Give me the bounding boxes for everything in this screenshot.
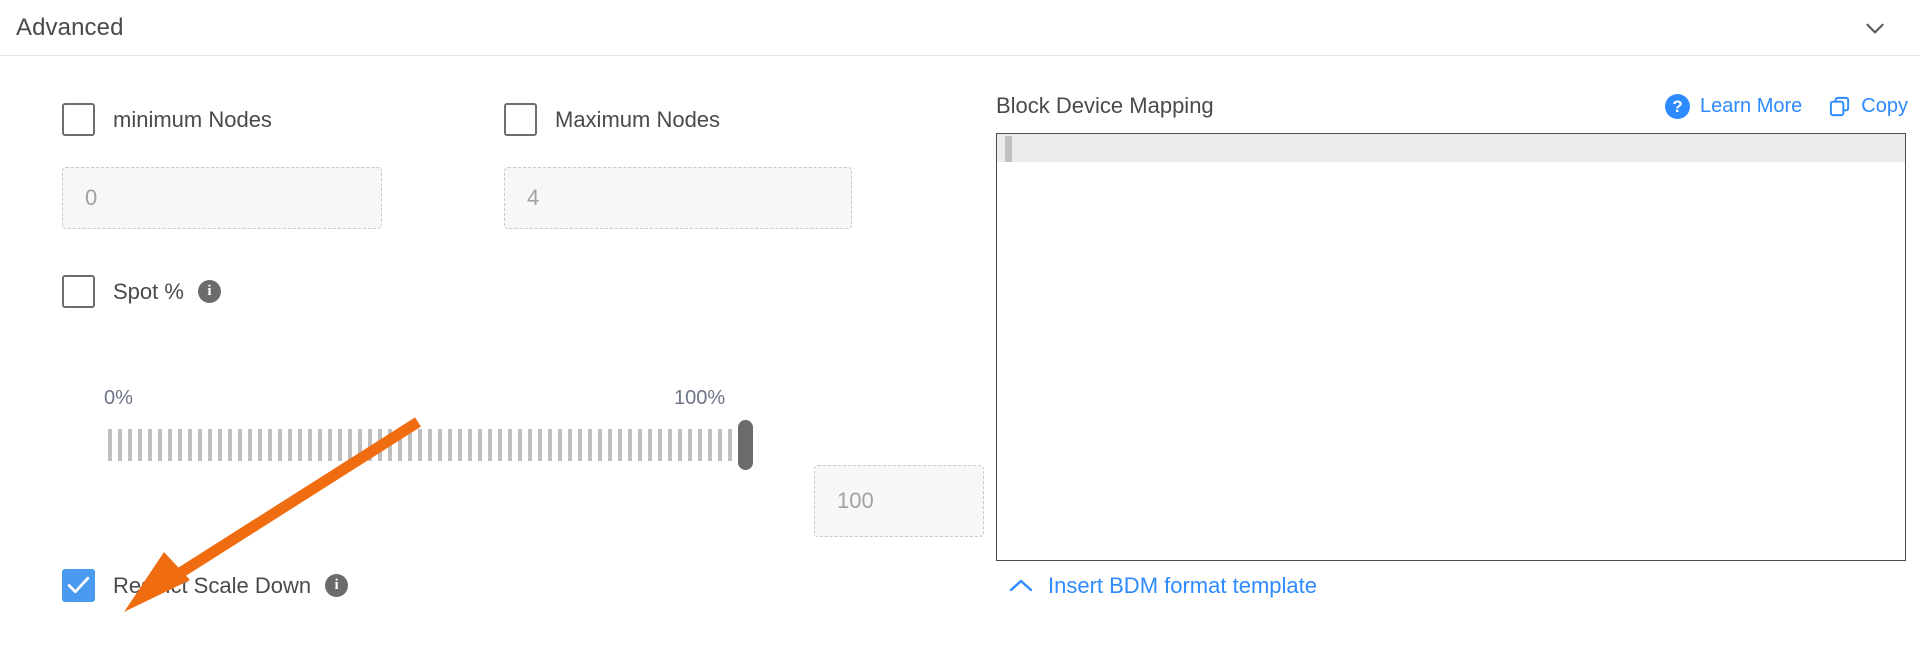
maximum-nodes-checkbox[interactable] (504, 103, 537, 136)
restrict-scale-down-info-icon[interactable]: i (325, 574, 349, 597)
block-device-mapping-editor[interactable] (996, 133, 1906, 561)
restrict-scale-down-row: Restrict Scale Down i (62, 569, 349, 602)
spot-percent-info-icon[interactable]: i (197, 280, 221, 303)
question-circle-icon: ? (1665, 93, 1691, 119)
block-device-mapping-header: Block Device Mapping ? Learn More Copy (996, 89, 1908, 123)
spot-percent-slider-track[interactable] (108, 429, 744, 461)
spot-percent-slider-group: 0% 100% (62, 387, 822, 497)
learn-more-label: Learn More (1700, 94, 1803, 117)
slider-min-label: 0% (104, 387, 133, 409)
maximum-nodes-input-value: 4 (527, 185, 540, 210)
advanced-panel-header[interactable]: Advanced (0, 0, 1920, 56)
spot-percent-row: Spot % i (62, 275, 221, 308)
page-title: Advanced (16, 13, 124, 41)
spot-percent-label: Spot % (113, 278, 184, 304)
copy-label: Copy (1861, 94, 1908, 117)
scaling-settings-column: minimum Nodes 0 Maximum Nodes 4 Spot % i… (46, 57, 984, 656)
maximum-nodes-row: Maximum Nodes (504, 103, 720, 136)
block-device-mapping-actions: ? Learn More Copy (1665, 93, 1908, 119)
chevron-down-icon[interactable] (1862, 15, 1900, 41)
maximum-nodes-input[interactable]: 4 (504, 167, 852, 229)
maximum-nodes-label: Maximum Nodes (555, 106, 721, 132)
editor-gutter-marker (1005, 136, 1012, 162)
editor-active-line (997, 134, 1905, 162)
advanced-panel-body: minimum Nodes 0 Maximum Nodes 4 Spot % i… (0, 57, 1920, 656)
block-device-mapping-title: Block Device Mapping (996, 93, 1214, 118)
minimum-nodes-label: minimum Nodes (113, 106, 272, 132)
minimum-nodes-checkbox[interactable] (62, 103, 95, 136)
minimum-nodes-row: minimum Nodes (62, 103, 272, 136)
minimum-nodes-input-value: 0 (85, 185, 98, 210)
spot-percent-value-input[interactable]: 100 (814, 465, 984, 537)
insert-bdm-template-label: Insert BDM format template (1048, 573, 1317, 598)
spot-percent-value: 100 (837, 488, 874, 513)
restrict-scale-down-checkbox[interactable] (62, 569, 95, 602)
spot-percent-checkbox[interactable] (62, 275, 95, 308)
copy-icon (1828, 95, 1851, 118)
copy-button[interactable]: Copy (1828, 95, 1908, 118)
chevron-up-icon (1008, 577, 1034, 595)
spot-percent-slider-handle[interactable] (738, 420, 753, 470)
learn-more-link[interactable]: ? Learn More (1665, 93, 1803, 119)
insert-bdm-template-link[interactable]: Insert BDM format template (996, 573, 1317, 599)
slider-max-label: 100% (674, 387, 726, 409)
block-device-mapping-column: Block Device Mapping ? Learn More Copy (996, 57, 1908, 656)
minimum-nodes-input[interactable]: 0 (62, 167, 382, 229)
restrict-scale-down-label: Restrict Scale Down (113, 572, 312, 598)
